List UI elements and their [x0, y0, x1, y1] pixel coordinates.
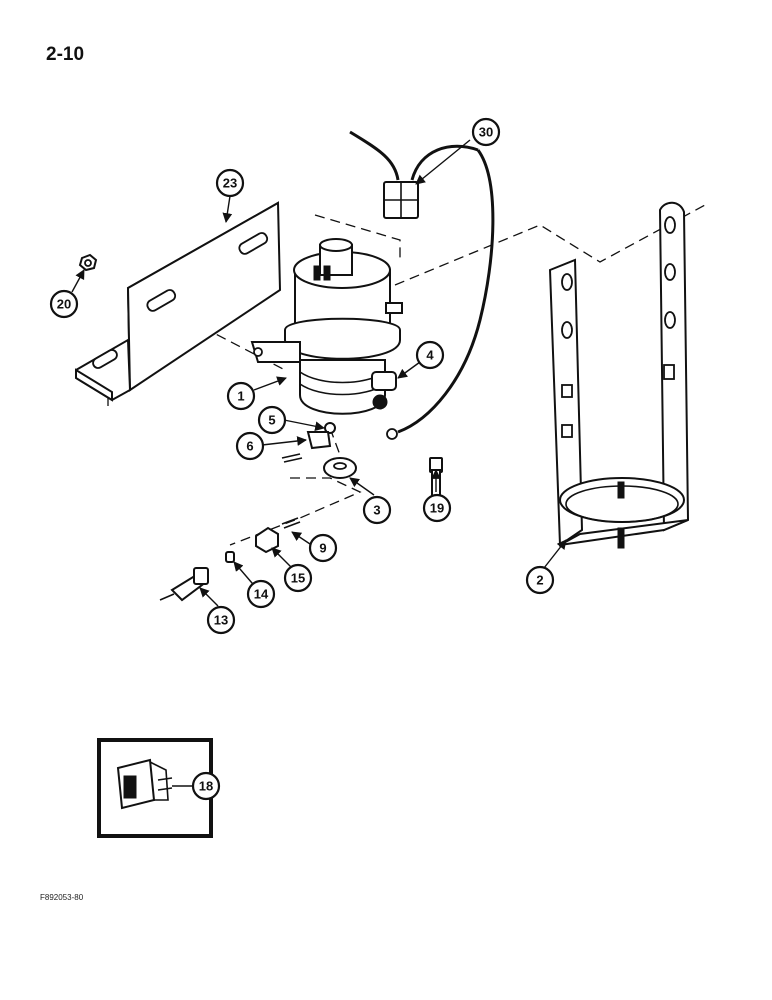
callout-1: 1 [226, 381, 256, 411]
callout-18: 18 [191, 771, 221, 801]
page-number: 2-10 [46, 44, 85, 65]
callout-3: 3 [362, 495, 392, 525]
fittings [225, 422, 357, 563]
callout-19: 19 [422, 493, 452, 523]
leader-lines [71, 139, 567, 787]
nut [78, 253, 98, 272]
callout-13-label: 13 [214, 613, 228, 628]
callout-9-label: 9 [319, 541, 326, 556]
mounting-bracket [75, 201, 282, 402]
callout-18-label: 18 [199, 779, 213, 794]
figure-code: F892053-80 [40, 893, 84, 902]
callout-20-label: 20 [57, 297, 71, 312]
callout-4: 4 [415, 340, 445, 370]
callout-2-label: 2 [536, 573, 543, 588]
callout-6: 6 [235, 431, 265, 461]
wire-harness [349, 130, 495, 440]
callout-14: 14 [246, 579, 276, 609]
callout-13: 13 [206, 605, 236, 635]
callout-1-label: 1 [237, 389, 244, 404]
callout-14-label: 14 [254, 587, 269, 602]
callout-9: 9 [308, 533, 338, 563]
temperature-sensor [159, 567, 209, 602]
fuel-pump [250, 238, 403, 415]
callout-23-label: 23 [223, 176, 237, 191]
callout-6-label: 6 [246, 439, 253, 454]
callout-30: 30 [471, 117, 501, 147]
callout-23: 23 [215, 168, 245, 198]
strap-bracket [548, 201, 690, 549]
callout-15: 15 [283, 563, 313, 593]
switch-inset [97, 738, 213, 838]
callout-30-label: 30 [479, 125, 493, 140]
rocker-switch [116, 758, 173, 810]
callout-19-label: 19 [430, 501, 444, 516]
callout-15-label: 15 [291, 571, 305, 586]
callout-2: 2 [525, 565, 555, 595]
callout-3-label: 3 [373, 503, 380, 518]
callout-5-label: 5 [268, 413, 275, 428]
callout-20: 20 [49, 289, 79, 319]
callout-5: 5 [257, 405, 287, 435]
callout-4-label: 4 [426, 348, 434, 363]
